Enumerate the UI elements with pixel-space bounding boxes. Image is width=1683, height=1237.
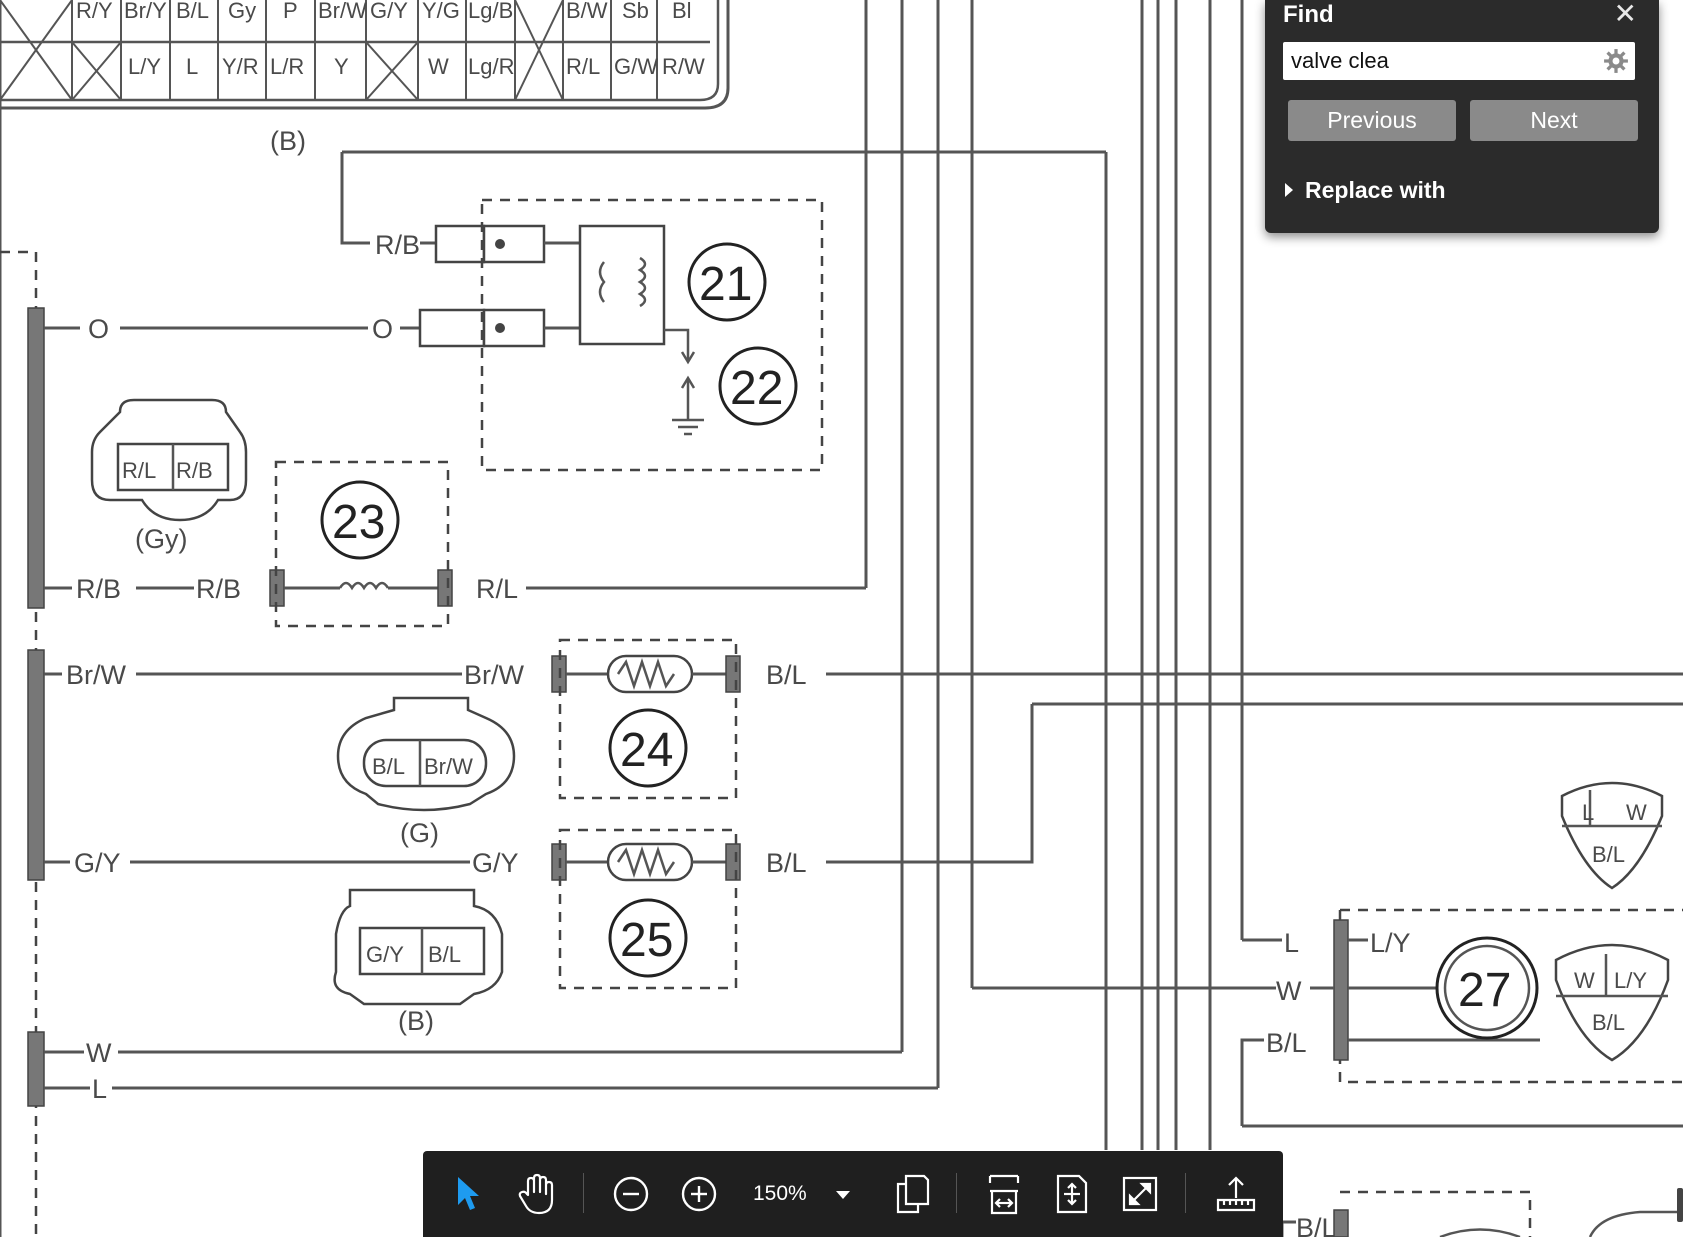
- header-pin-16: L/R: [270, 54, 304, 79]
- wire-label-w-1: W: [86, 1038, 112, 1068]
- wire-label-bl-3: B/L: [1266, 1028, 1307, 1058]
- header-pin-15: Y/R: [222, 54, 259, 79]
- previous-button[interactable]: Previous: [1288, 100, 1456, 141]
- close-icon[interactable]: ✕: [1613, 0, 1637, 29]
- header-pin-22: R/W: [662, 54, 705, 79]
- gy-pin-2: R/B: [176, 458, 213, 483]
- header-pin-11: Sb: [622, 0, 649, 23]
- left-bus: [0, 250, 45, 1237]
- connector-label-b-top: (B): [270, 126, 306, 156]
- wire-label-o-2: O: [372, 314, 393, 344]
- lw-pin-2: W: [1626, 800, 1647, 825]
- header-pin-12: Bl: [672, 0, 692, 23]
- b-pin-2: B/L: [428, 942, 461, 967]
- zoom-level[interactable]: 150%: [753, 1182, 807, 1205]
- wire-label-l-1: L: [92, 1074, 107, 1104]
- replace-with-label: Replace with: [1305, 177, 1446, 203]
- wire-label-ly: L/Y: [1370, 928, 1411, 958]
- chevron-right-icon: [1285, 183, 1293, 197]
- connector-label-gy: (Gy): [135, 524, 187, 554]
- header-pin-13: L/Y: [128, 54, 161, 79]
- find-title: Find: [1283, 1, 1334, 28]
- find-input[interactable]: [1291, 42, 1591, 80]
- header-pin-7: G/Y: [370, 0, 408, 23]
- wire-label-brw-1: Br/W: [66, 660, 127, 690]
- next-button[interactable]: Next: [1470, 100, 1638, 141]
- wire-label-w-2: W: [1276, 976, 1302, 1006]
- wire-label-gy-2: G/Y: [472, 848, 519, 878]
- lw-pin-1: L: [1582, 800, 1594, 825]
- header-pin-9: Lg/B: [468, 0, 513, 23]
- component-23-number: 23: [332, 496, 385, 549]
- wly-pin-2: L/Y: [1614, 968, 1647, 993]
- hand-icon[interactable]: [511, 1169, 561, 1219]
- b-pin-1: G/Y: [366, 942, 404, 967]
- header-pin-19: Lg/R: [468, 54, 514, 79]
- header-pin-20: R/L: [566, 54, 600, 79]
- top-connector-block: R/Y Br/Y B/L Gy P Br/W G/Y Y/G Lg/B B/W …: [0, 0, 730, 156]
- vertical-scrollbar-thumb[interactable]: [1677, 1188, 1683, 1222]
- gy-pin-1: R/L: [122, 458, 156, 483]
- component-27-group: L W B/L L L/Y W B/L 27 W L/Y: [972, 781, 1683, 1237]
- g-pin-1: B/L: [372, 754, 405, 779]
- find-input-container: [1283, 42, 1635, 80]
- fit-page-icon[interactable]: [1047, 1169, 1097, 1219]
- viewer-toolbar: 150%: [423, 1151, 1283, 1237]
- header-pin-10: B/W: [566, 0, 608, 23]
- g-pin-2: Br/W: [424, 754, 473, 779]
- component-21-number: 21: [699, 258, 752, 311]
- page-view-icon[interactable]: [887, 1169, 937, 1219]
- find-panel: Find ✕ Previous Next: [1265, 0, 1659, 233]
- zoom-dropdown-icon[interactable]: [836, 1191, 850, 1199]
- header-pin-8: Y/G: [422, 0, 460, 23]
- header-pin-17: Y: [334, 54, 349, 79]
- component-23-group: R/L R/B (Gy) R/B R/B R/L 23: [44, 398, 866, 628]
- wire-label-bl-4: B/L: [1296, 1213, 1337, 1237]
- wire-label-rb-3: R/B: [196, 574, 241, 604]
- lw-pin-3: B/L: [1592, 842, 1625, 867]
- component-24-group: Br/W Br/W B/L 24 B/L Br/W (G): [44, 638, 1683, 848]
- wire-label-bl-1: B/L: [766, 660, 807, 690]
- connector-label-g: (G): [400, 818, 439, 848]
- header-pin-3: B/L: [176, 0, 209, 23]
- component-27-number: 27: [1458, 964, 1511, 1017]
- component-22-number: 22: [730, 362, 783, 415]
- header-pin-18: W: [428, 54, 449, 79]
- header-pin-6: Br/W: [318, 0, 367, 23]
- header-pin-1: R/Y: [76, 0, 113, 23]
- header-pin-21: G/W: [614, 54, 658, 79]
- wire-label-bl-2: B/L: [766, 848, 807, 878]
- component-25-group: G/Y G/Y B/L 25 G/Y B/L (B): [44, 702, 1683, 1036]
- component-24-number: 24: [620, 724, 673, 777]
- wire-label-gy-1: G/Y: [74, 848, 121, 878]
- zoom-out-icon[interactable]: [606, 1169, 656, 1219]
- replace-with-toggle[interactable]: Replace with: [1285, 175, 1446, 205]
- select-cursor-icon[interactable]: [443, 1169, 493, 1219]
- fit-width-icon[interactable]: [979, 1169, 1029, 1219]
- wire-label-l-2: L: [1284, 928, 1299, 958]
- wire-label-rb-2: R/B: [76, 574, 121, 604]
- wire-label-rb-1: R/B: [375, 230, 420, 260]
- connector-label-b-bottom: (B): [398, 1006, 434, 1036]
- component-21-group: R/B O O 21: [44, 150, 1106, 472]
- gear-icon[interactable]: [1603, 48, 1629, 74]
- wire-label-rl: R/L: [476, 574, 518, 604]
- wire-label-brw-2: Br/W: [464, 660, 525, 690]
- wly-pin-3: B/L: [1592, 1010, 1625, 1035]
- header-pin-2: Br/Y: [124, 0, 167, 23]
- fullscreen-icon[interactable]: [1115, 1169, 1165, 1219]
- wire-label-o-1: O: [88, 314, 109, 344]
- header-pin-4: Gy: [228, 0, 256, 23]
- zoom-in-icon[interactable]: [674, 1169, 724, 1219]
- bottom-left-wires: W L: [44, 1038, 938, 1104]
- vertical-wires: [0, 0, 1244, 1237]
- wly-pin-1: W: [1574, 968, 1595, 993]
- header-pin-5: P: [283, 0, 298, 23]
- component-25-number: 25: [620, 914, 673, 967]
- share-icon[interactable]: [1211, 1169, 1261, 1219]
- header-pin-14: L: [186, 54, 198, 79]
